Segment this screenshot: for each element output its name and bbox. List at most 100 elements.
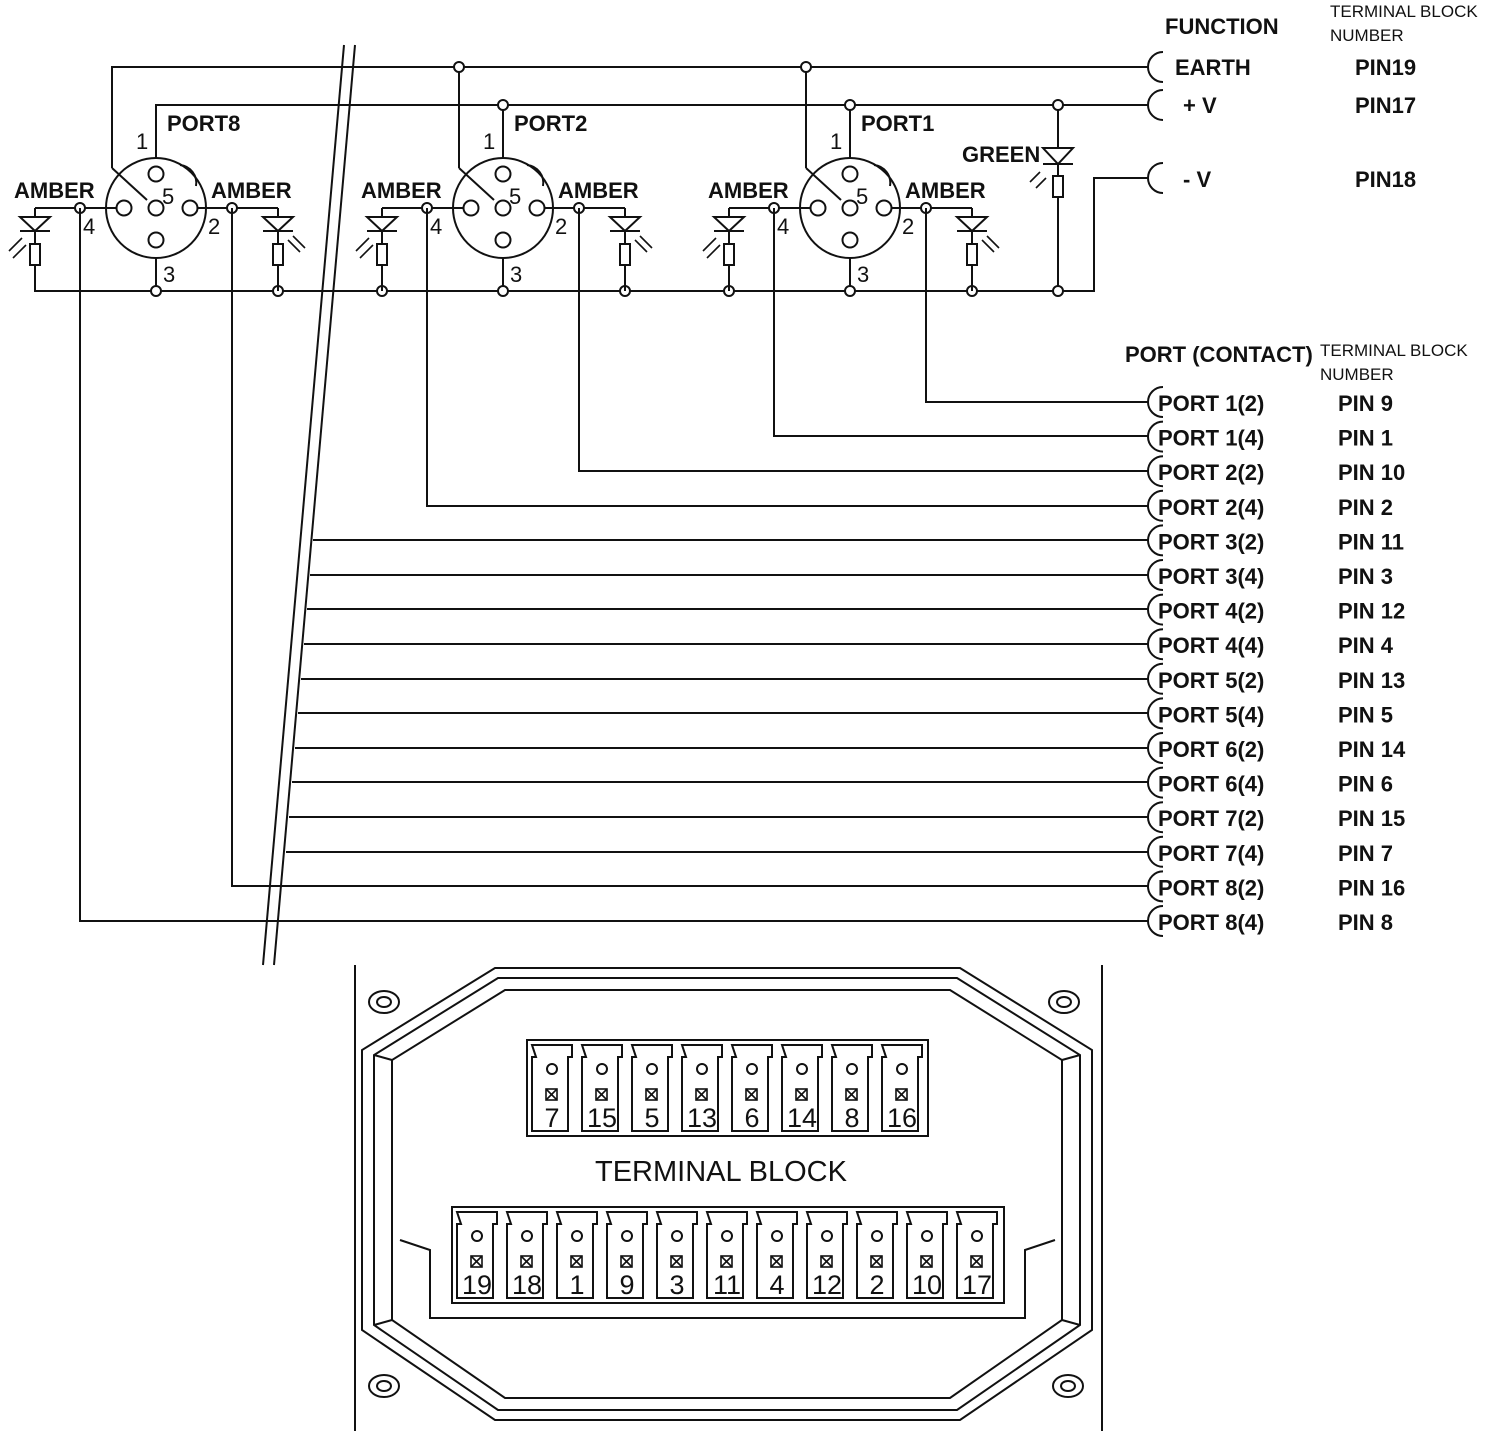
terminal-slot: 8 xyxy=(830,1044,873,1133)
function-pin: PIN17 xyxy=(1355,93,1416,118)
terminal-number: 8 xyxy=(844,1103,859,1133)
contact-port-label: PORT 1(2) xyxy=(1158,391,1264,416)
contact-port-label: PORT 4(4) xyxy=(1158,633,1264,658)
contact-pin-label: PIN 16 xyxy=(1338,875,1405,900)
contact-row: PORT 7(2) PIN 15 xyxy=(1147,801,1405,834)
contact-port-label: PORT 3(2) xyxy=(1158,529,1264,554)
function-pin-header-line1: TERMINAL BLOCK xyxy=(1330,2,1478,21)
terminal-number: 7 xyxy=(544,1103,559,1133)
contact-port-label: PORT 8(2) xyxy=(1158,875,1264,900)
port2-led-left-label: AMBER xyxy=(361,178,442,203)
terminal-slot: 6 xyxy=(730,1044,773,1133)
port1-pin5: 5 xyxy=(856,184,868,209)
terminal-number: 11 xyxy=(713,1270,741,1300)
terminal-slot: 16 xyxy=(880,1044,923,1133)
terminal-number: 18 xyxy=(512,1270,542,1300)
function-row: EARTH PIN19 xyxy=(1147,51,1416,83)
contact-row: PORT 8(2) PIN 16 xyxy=(1147,870,1405,903)
terminal-slot: 7 xyxy=(530,1044,573,1133)
contact-row: PORT 6(4) PIN 6 xyxy=(1147,766,1393,799)
contact-port-label: PORT 7(4) xyxy=(1158,841,1264,866)
contact-row: PORT 6(2)PIN 14 xyxy=(1147,732,1406,764)
contact-port-label: PORT 3(4) xyxy=(1158,564,1264,589)
contact-pin-label: PIN 5 xyxy=(1338,702,1393,727)
contact-row: PORT 4(2) PIN 12 xyxy=(1147,593,1405,626)
terminal-slot: 1 xyxy=(555,1211,598,1300)
port1-label: PORT1 xyxy=(861,111,934,136)
contact-row: PORT 4(4) PIN 4 xyxy=(1147,628,1394,661)
function-label: + V xyxy=(1183,93,1217,118)
terminal-block-enclosure xyxy=(354,965,1103,1431)
contact-pin-label: PIN 3 xyxy=(1338,564,1393,589)
contact-port-label: PORT 2(2) xyxy=(1158,460,1264,485)
terminal-slot: 4 xyxy=(755,1211,798,1300)
terminal-row-top xyxy=(526,1039,929,1137)
contact-port-label: PORT 5(2) xyxy=(1158,668,1264,693)
port8-led-left-label: AMBER xyxy=(14,178,95,203)
contact-port-label: PORT 7(2) xyxy=(1158,806,1264,831)
port8-pin3: 3 xyxy=(163,262,175,287)
earth-rail xyxy=(111,61,1148,168)
terminal-number: 12 xyxy=(812,1270,842,1300)
connector-port8: PORT8 1 2 3 4 5 AMBER AMBER xyxy=(8,111,306,291)
signal-wires xyxy=(79,208,1148,922)
contact-row: PORT 7(4)PIN 7 xyxy=(1147,835,1393,868)
terminal-number: 14 xyxy=(787,1103,817,1133)
contact-row: PORT 3(2)PIN 11 xyxy=(1147,524,1404,557)
contact-row: PORT 5(4) PIN 5 xyxy=(1147,697,1393,730)
terminal-block-title: TERMINAL BLOCK xyxy=(595,1156,848,1188)
contact-pin-label: PIN 15 xyxy=(1338,806,1405,831)
green-led-label: GREEN xyxy=(962,142,1040,167)
contact-pin-label: PIN 6 xyxy=(1338,772,1393,797)
contact-row: PORT 8(4)PIN 8 xyxy=(1147,905,1393,937)
terminal-number: 13 xyxy=(687,1103,717,1133)
contact-port-label: PORT 6(4) xyxy=(1158,772,1264,797)
port1-pin2: 2 xyxy=(902,214,914,239)
connector-port2: PORT2 1 2 3 4 5 AMBER AMBER xyxy=(355,111,653,291)
contact-port-label: PORT 1(4) xyxy=(1158,426,1264,451)
terminal-number: 4 xyxy=(769,1270,784,1300)
terminal-number: 5 xyxy=(644,1103,659,1133)
contact-pin-label: PIN 13 xyxy=(1338,668,1405,693)
port2-pin4: 4 xyxy=(430,214,442,239)
contact-pin-label: PIN 2 xyxy=(1338,495,1393,520)
break-line xyxy=(262,44,345,966)
connector-port1: PORT1 1 2 3 4 5 AMBER AMBER xyxy=(702,111,1000,291)
function-row: + V PIN17 xyxy=(1147,89,1416,121)
function-label: - V xyxy=(1183,167,1211,192)
contact-pin-label: PIN 14 xyxy=(1338,737,1406,762)
terminal-slot: 12 xyxy=(805,1211,848,1300)
terminal-number: 9 xyxy=(619,1270,634,1300)
contact-port-label: PORT 5(4) xyxy=(1158,702,1264,727)
terminal-number: 15 xyxy=(587,1103,617,1133)
terminal-slot: 19 xyxy=(455,1211,498,1300)
terminal-number: 6 xyxy=(744,1103,759,1133)
function-pin: PIN19 xyxy=(1355,55,1416,80)
port8-pin4: 4 xyxy=(83,214,95,239)
terminal-slot: 3 xyxy=(655,1211,698,1300)
terminal-number: 3 xyxy=(669,1270,684,1300)
terminal-number: 2 xyxy=(869,1270,884,1300)
contact-row: PORT 3(4) PIN 3 xyxy=(1147,559,1393,591)
terminal-row-bottom xyxy=(451,1206,1005,1304)
function-row: - V PIN18 xyxy=(1147,162,1416,194)
contact-pin-label: PIN 12 xyxy=(1338,599,1405,624)
terminal-slot: 17 xyxy=(955,1211,998,1300)
contact-row: PORT 1(2) PIN 9 xyxy=(1147,386,1393,418)
contact-row: PORT 5(2) PIN 13 xyxy=(1147,662,1405,695)
port1-pin4: 4 xyxy=(777,214,789,239)
contact-pin-header-line2: NUMBER xyxy=(1320,365,1394,384)
green-led: GREEN xyxy=(962,142,1076,198)
terminal-slot: 18 xyxy=(505,1211,548,1300)
terminal-number: 17 xyxy=(962,1270,992,1300)
contact-port-label: PORT 4(2) xyxy=(1158,599,1264,624)
port-contact-header: PORT (CONTACT) xyxy=(1125,342,1313,367)
contact-pin-label: PIN 4 xyxy=(1338,633,1394,658)
port2-led-right-label: AMBER xyxy=(558,178,639,203)
terminal-slot: 9 xyxy=(605,1211,648,1300)
contact-pin-label: PIN 9 xyxy=(1338,391,1393,416)
contact-row: PORT 2(2)PIN 10 xyxy=(1147,455,1405,488)
